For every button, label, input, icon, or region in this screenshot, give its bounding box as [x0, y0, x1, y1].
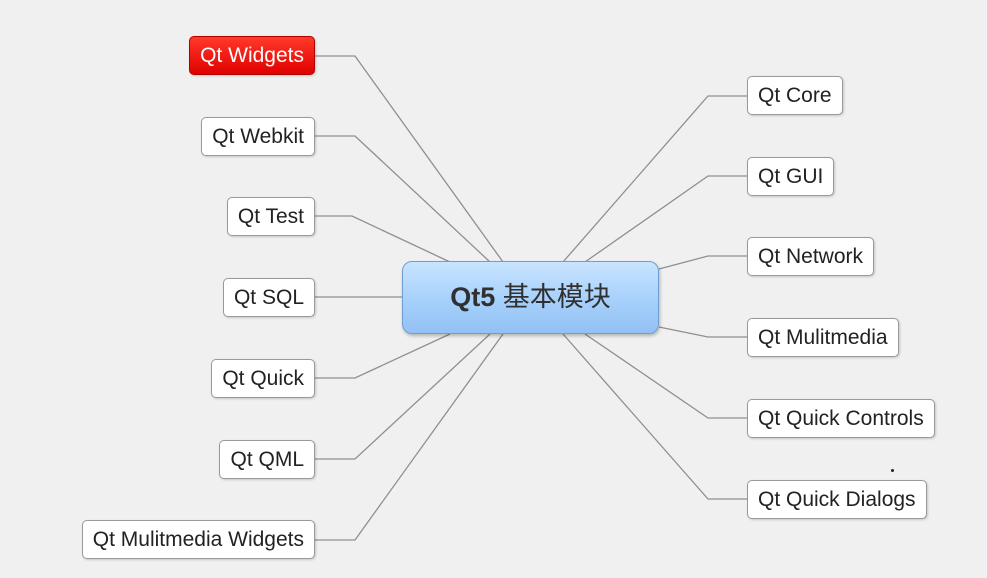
node-label: Qt Quick Dialogs [758, 488, 916, 511]
node-label: Qt Mulitmedia Widgets [92, 528, 304, 551]
connector-qt-qml [315, 333, 491, 460]
node-label: Qt Mulitmedia [758, 326, 888, 349]
connector-qt-widgets [315, 55, 504, 263]
node-qt-webkit[interactable]: Qt Webkit [201, 117, 315, 156]
node-qt-test[interactable]: Qt Test [226, 197, 315, 236]
connector-qt-quick-dialogs [562, 333, 747, 500]
connector-qt-mulitmedia-widgets [315, 333, 504, 541]
connector-qt-quick [315, 333, 451, 379]
node-qt-sql[interactable]: Qt SQL [222, 278, 315, 317]
node-qt-mulitmedia[interactable]: Qt Mulitmedia [747, 318, 899, 357]
node-label: Qt Quick Controls [758, 407, 924, 430]
node-label: Qt Core [758, 84, 832, 107]
node-label: Qt Quick [222, 367, 304, 390]
connector-qt-mulitmedia [658, 326, 747, 338]
connector-qt-core [562, 95, 747, 263]
node-qt-mulitmedia-widgets[interactable]: Qt Mulitmedia Widgets [81, 520, 315, 559]
connector-qt-webkit [315, 135, 491, 263]
node-label: Qt GUI [758, 165, 824, 188]
connector-qt-gui [584, 175, 747, 263]
node-qt-gui[interactable]: Qt GUI [747, 157, 835, 196]
cursor-dot [891, 469, 894, 472]
node-qt-qml[interactable]: Qt QML [219, 440, 315, 479]
node-qt-widgets[interactable]: Qt Widgets [189, 36, 315, 75]
node-label: Qt QML [230, 448, 304, 471]
node-label: Qt Test [237, 205, 304, 228]
central-topic[interactable]: Qt5 基本模块 [402, 261, 659, 334]
node-qt-core[interactable]: Qt Core [747, 76, 843, 115]
central-topic-text: 基本模块 [502, 282, 611, 313]
node-label: Qt Network [758, 245, 864, 268]
central-topic-qt5: Qt5 [450, 282, 496, 312]
node-label: Qt Widgets [200, 44, 304, 67]
node-label: Qt SQL [233, 286, 304, 309]
node-qt-quick-dialogs[interactable]: Qt Quick Dialogs [747, 480, 927, 519]
connector-qt-test [315, 215, 451, 263]
node-qt-network[interactable]: Qt Network [747, 237, 875, 276]
node-qt-quick-controls[interactable]: Qt Quick Controls [747, 399, 935, 438]
connector-qt-quick-controls [584, 333, 747, 419]
connector-qt-network [658, 255, 747, 270]
node-qt-quick[interactable]: Qt Quick [211, 359, 315, 398]
node-label: Qt Webkit [212, 125, 304, 148]
